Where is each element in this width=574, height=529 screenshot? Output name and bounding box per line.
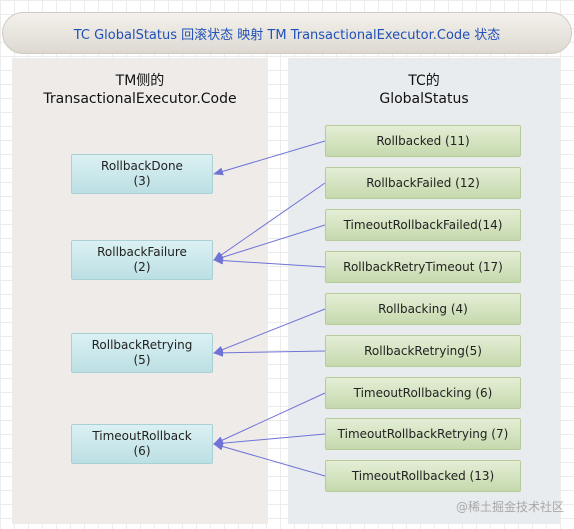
tm-code-rollback-done: RollbackDone (3) xyxy=(71,154,213,194)
mapping-arrow xyxy=(213,442,326,477)
tc-status-rollback-failed: RollbackFailed (12) xyxy=(325,167,521,199)
mapping-arrow xyxy=(213,433,326,448)
tc-status-rollback-retrying: RollbackRetrying(5) xyxy=(325,335,521,367)
tm-code-value: (5) xyxy=(133,353,151,367)
watermark: @稀土掘金技术社区 xyxy=(455,500,564,514)
tc-status-timeout-rollback-retrying: TimeoutRollbackRetrying (7) xyxy=(325,418,521,450)
tm-code-name: RollbackFailure xyxy=(97,245,187,259)
tc-panel-title: TC的 GlobalStatus xyxy=(288,72,560,108)
mapping-arrow xyxy=(213,224,326,262)
tc-status-rollbacked: Rollbacked (11) xyxy=(325,125,521,157)
mapping-arrow xyxy=(213,348,326,357)
tc-status-rollback-retry-timeout: RollbackRetryTimeout (17) xyxy=(325,251,521,283)
tm-code-timeout-rollback: TimeoutRollback (6) xyxy=(71,424,213,464)
tc-panel-title-line1: TC的 xyxy=(408,73,440,89)
tm-panel-title: TM侧的 TransactionalExecutor.Code xyxy=(12,72,268,108)
tc-status-timeout-rollback-failed: TimeoutRollbackFailed(14) xyxy=(325,209,521,241)
mapping-arrow xyxy=(213,182,326,261)
tc-panel-title-line2: GlobalStatus xyxy=(379,91,469,107)
mapping-arrow xyxy=(213,392,326,445)
diagram-title: TC GlobalStatus 回滚状态 映射 TM Transactional… xyxy=(2,12,572,54)
tm-code-value: (6) xyxy=(133,444,151,458)
tc-status-timeout-rollbacked: TimeoutRollbacked (13) xyxy=(325,460,521,492)
tc-status-rollbacking: Rollbacking (4) xyxy=(325,293,521,325)
tc-status-timeout-rollbacking: TimeoutRollbacking (6) xyxy=(325,377,521,409)
tm-code-value: (2) xyxy=(133,260,151,274)
mapping-arrow xyxy=(213,308,326,354)
tm-panel-title-line1: TM侧的 xyxy=(115,73,165,89)
tm-code-rollback-retrying: RollbackRetrying (5) xyxy=(71,333,213,373)
tm-code-rollback-failure: RollbackFailure (2) xyxy=(71,240,213,280)
mapping-arrow xyxy=(213,256,326,268)
tm-code-value: (3) xyxy=(133,174,151,188)
tm-panel-title-line2: TransactionalExecutor.Code xyxy=(43,91,237,107)
mapping-arrow xyxy=(213,140,326,176)
tm-code-name: RollbackRetrying xyxy=(91,338,193,352)
tm-code-name: RollbackDone xyxy=(101,159,183,173)
tm-code-name: TimeoutRollback xyxy=(92,429,192,443)
